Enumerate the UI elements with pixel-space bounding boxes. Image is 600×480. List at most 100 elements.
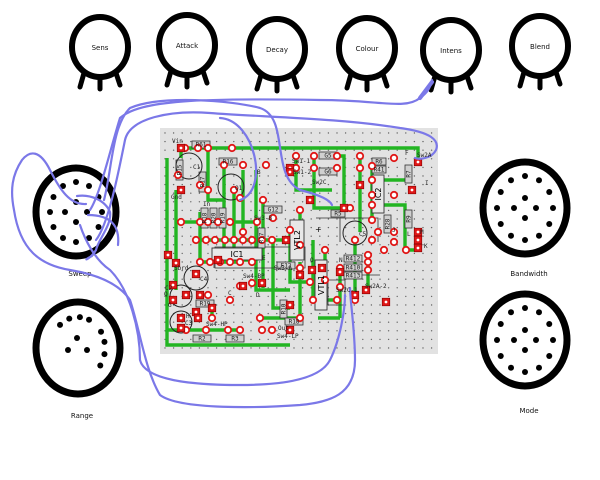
pad	[373, 227, 383, 237]
pad	[258, 195, 268, 205]
capacitor-c3	[169, 310, 193, 334]
component-label: R18	[289, 319, 300, 326]
pad	[267, 235, 277, 245]
switch-lug	[65, 347, 71, 353]
pad-label: B	[257, 169, 261, 176]
pad	[225, 295, 235, 305]
switch-lug	[497, 321, 504, 327]
switch-lug	[536, 177, 542, 184]
pot-label: Sens	[92, 44, 109, 52]
resistor-g12	[263, 205, 283, 214]
switch-pad-label: Sw4-LP	[277, 333, 299, 340]
resistor-r3	[225, 334, 245, 343]
component-label: R18	[202, 212, 209, 223]
pad-label: C	[228, 290, 232, 297]
component-label: R20	[211, 212, 218, 223]
switch-lug	[546, 221, 553, 227]
pot-intens: Intens	[420, 17, 482, 95]
copper-trace	[165, 330, 290, 347]
pad	[295, 263, 305, 273]
pot-label: Intens	[440, 47, 462, 55]
pad	[257, 235, 267, 245]
pad	[225, 217, 235, 227]
switch-pad-label: Sw2C	[312, 179, 327, 186]
component-label: E12	[281, 263, 292, 270]
pads	[163, 143, 423, 335]
switch-pad-label: Sw2C-1	[336, 287, 358, 294]
capacitor-q1	[217, 173, 245, 201]
hookup-wire	[218, 116, 258, 202]
component-label: R17	[259, 232, 266, 243]
pad	[363, 257, 373, 267]
hookup-wire	[78, 223, 347, 387]
switch-lug	[60, 234, 66, 241]
hookup-wire	[418, 80, 434, 100]
pad	[227, 143, 237, 153]
component-label: R19	[200, 301, 211, 308]
pad	[389, 227, 399, 237]
capacitor-c1	[175, 152, 203, 180]
pad	[267, 325, 277, 335]
pad	[219, 160, 229, 170]
pad	[229, 185, 239, 195]
switch-lug	[66, 315, 73, 322]
switch-lug	[497, 221, 504, 227]
component-label: R5	[334, 211, 342, 218]
pad	[308, 295, 318, 305]
switch-lug	[508, 232, 514, 239]
switch-lug	[508, 309, 514, 316]
polarity-plus: +	[315, 225, 322, 234]
component-label: G6	[324, 169, 332, 176]
resistor-r19	[195, 299, 215, 308]
pad	[320, 275, 330, 285]
pad	[363, 265, 373, 275]
component-label: R6	[375, 159, 383, 166]
cap-label: C3	[185, 320, 193, 327]
switch-lug	[522, 173, 528, 179]
switch-lug	[497, 353, 504, 359]
switch-lug	[522, 305, 528, 311]
component-label: R3	[231, 336, 239, 343]
pad	[291, 151, 301, 161]
switch-lug	[522, 215, 528, 221]
hookup-wires	[11, 78, 438, 409]
pad	[309, 151, 319, 161]
pot-label: Attack	[176, 42, 199, 50]
pad	[173, 170, 183, 180]
component-label: R10	[281, 303, 288, 314]
component-label: R412	[346, 256, 361, 263]
pad	[205, 257, 215, 267]
pad	[389, 190, 399, 200]
pad-label: I	[425, 180, 429, 187]
switch-lug	[550, 337, 556, 343]
cap-label: C4	[200, 276, 208, 283]
pot-body	[509, 13, 571, 79]
pad	[379, 245, 389, 255]
pad	[213, 217, 223, 227]
switch-lug	[84, 209, 90, 215]
pad-label: Vin	[172, 138, 183, 145]
component-label: R16	[223, 159, 234, 166]
switch-lug	[74, 335, 80, 341]
pad	[195, 257, 205, 267]
pot-decay: Decay	[246, 16, 308, 94]
switch-label: Sweep	[68, 270, 92, 278]
rotary-switch-sweep: Sweep	[32, 164, 120, 278]
ic-label: VTL2	[293, 230, 302, 250]
components	[169, 140, 413, 343]
ic-label: VTL1	[317, 275, 326, 295]
pot-label: Colour	[356, 45, 379, 53]
cap-label: C2	[165, 285, 173, 292]
pot-label: Blend	[530, 43, 550, 51]
switch-lug	[494, 337, 500, 343]
pad-label: L	[407, 231, 411, 238]
pad	[247, 278, 257, 288]
pad	[367, 161, 377, 171]
pad	[389, 237, 399, 247]
pad	[355, 163, 365, 173]
copper-trace	[206, 148, 224, 202]
pad	[261, 160, 271, 170]
pad	[247, 257, 257, 267]
switch-lug	[73, 179, 79, 185]
